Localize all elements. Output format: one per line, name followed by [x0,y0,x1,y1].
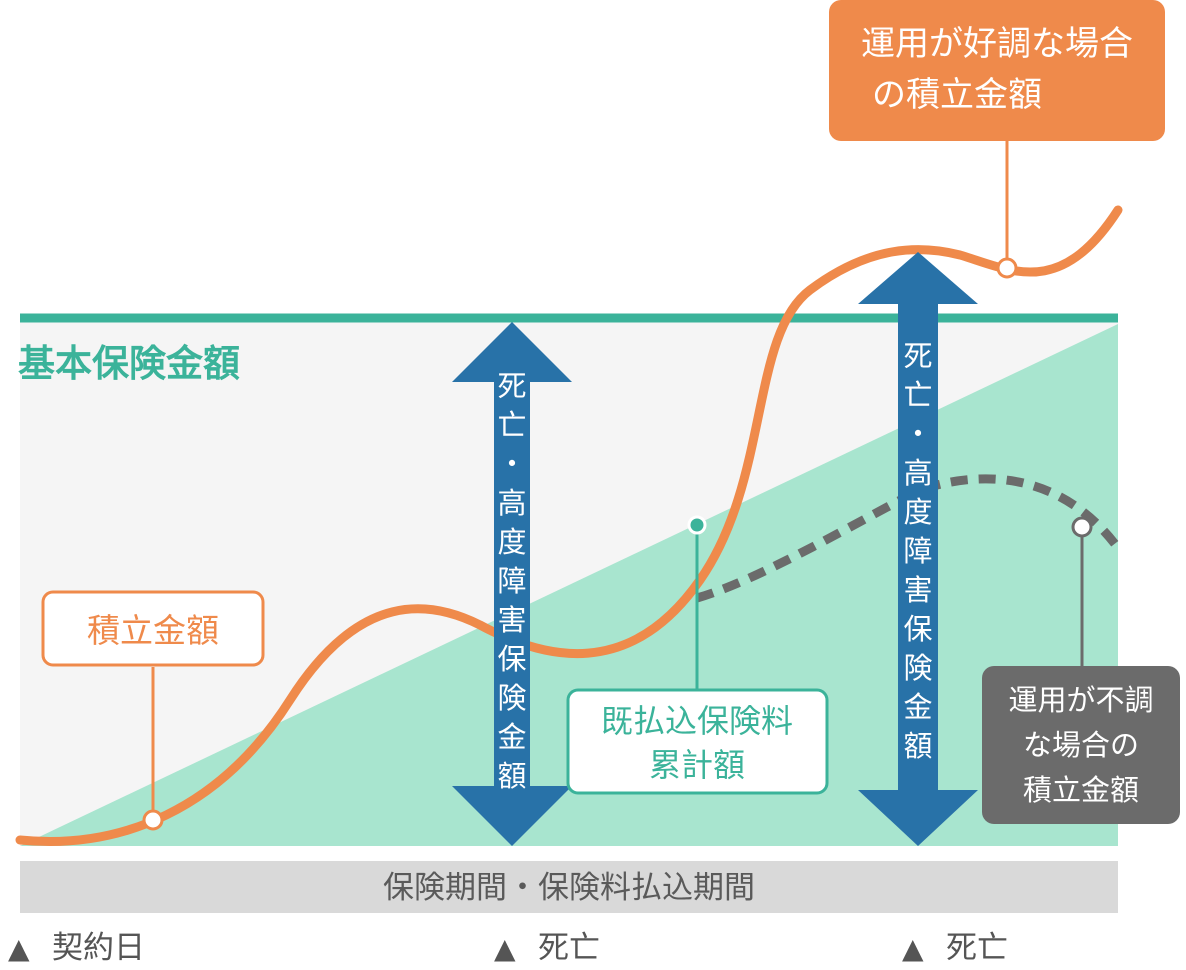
timeline-contract-date-label: 契約日 [52,930,145,966]
poor-performance-label-line1: 運用が不調 [1008,683,1153,717]
benefit-label-char: 険 [497,681,526,715]
benefit-label-char: 金 [497,720,526,754]
benefit-label-char: 障 [497,564,526,598]
timeline-death-1: ▲ 死亡 [494,930,600,966]
timeline-death-1-label: 死亡 [538,930,600,966]
benefit-label-char: 死 [903,339,932,373]
benefit-label-char: 保 [497,642,526,676]
benefit-label-char: ・ [497,447,526,481]
benefit-label-char: 害 [903,573,932,607]
benefit-label-char: 死 [497,369,526,403]
good-performance-label-line2: の積立金額 [872,75,1042,115]
benefit-label-char: 高 [903,456,932,490]
benefit-label-char: ・ [903,417,932,451]
premiums-paid-marker [687,515,707,535]
benefit-label-char: 障 [903,534,932,568]
good-performance-callout: 運用が好調な場合 の積立金額 [829,0,1165,141]
timeline-marker-icon: ▲ [494,932,516,965]
poor-performance-marker [1071,516,1093,538]
poor-performance-callout: 運用が不調 な場合の 積立金額 [982,666,1180,824]
premiums-paid-label-line2: 累計額 [649,746,745,784]
benefit-label-char: 金 [903,690,932,724]
benefit-label-char: 害 [497,603,526,637]
coverage-period-bar: 保険期間・保険料払込期間 [20,861,1118,913]
poor-performance-label-line2: な場合の [1023,728,1139,762]
timeline-death-2: ▲ 死亡 [902,930,1008,966]
premiums-paid-label-line1: 既払込保険料 [601,702,793,740]
benefit-label-char: 亡 [497,408,526,442]
account-value-callout: 積立金額 [41,590,265,667]
premiums-paid-callout: 既払込保険料 累計額 [566,688,829,795]
benefit-label-char: 高 [497,486,526,520]
benefit-label-char: 保 [903,612,932,646]
benefit-label-char: 度 [497,525,526,559]
sum-assured-label: 基本保険金額 [18,342,240,385]
benefit-label-char: 亡 [903,378,932,412]
poor-performance-label-line3: 積立金額 [1023,773,1139,807]
timeline-contract-date: ▲ 契約日 [8,930,145,966]
timeline-marker-icon: ▲ [8,932,30,965]
good-performance-label-line1: 運用が好調な場合 [861,24,1133,64]
good-performance-marker [996,257,1018,279]
benefit-label-char: 度 [903,495,932,529]
coverage-period-label: 保険期間・保険料払込期間 [383,870,755,906]
benefit-label-char: 額 [903,729,932,763]
account-value-marker [142,809,164,831]
benefit-label-char: 険 [903,651,932,685]
timeline-death-2-label: 死亡 [946,930,1008,966]
timeline-marker-icon: ▲ [902,932,924,965]
account-value-label: 積立金額 [87,611,219,650]
premium-paid-area [20,324,1118,846]
account-value-curve [15,205,1123,846]
benefit-label-char: 額 [497,759,526,793]
